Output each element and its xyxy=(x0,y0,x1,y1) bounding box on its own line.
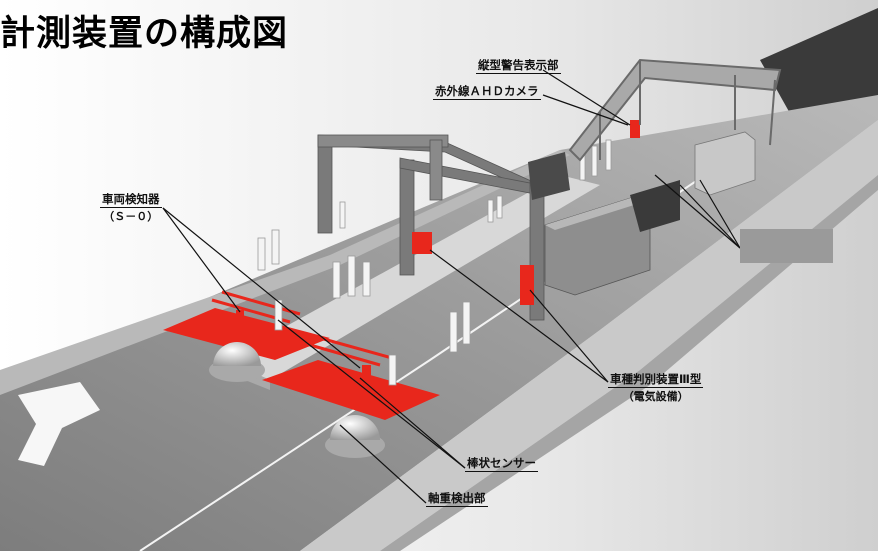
label-text: 縦型警告表示部 xyxy=(476,58,561,74)
label-vertical-warning-display: 縦型警告表示部 xyxy=(476,58,561,74)
red-sensor-line xyxy=(221,290,301,316)
diagram-title: 計測装置の構成図 xyxy=(0,14,289,54)
discriminator-unit xyxy=(412,232,432,254)
label-axle-load-detector: 軸重検出部 xyxy=(426,491,488,507)
dome-left xyxy=(213,342,261,366)
red-pad-right xyxy=(262,360,440,420)
camera-unit xyxy=(630,120,640,138)
road-arrow xyxy=(18,382,100,466)
gantry-back xyxy=(317,134,449,201)
label-text: 軸重検出部 xyxy=(426,491,488,507)
utility-building xyxy=(694,131,756,196)
label-rod-sensor: 棒状センサー xyxy=(465,456,538,472)
cabinet-roof xyxy=(545,195,650,230)
leader-lines xyxy=(162,69,741,504)
control-box xyxy=(528,152,570,200)
label-infrared-ahd-camera: 赤外線ＡＨＤカメラ xyxy=(433,84,541,100)
label-text: 赤外線ＡＨＤカメラ xyxy=(433,84,541,100)
label-subtext: （Ｓ－０） xyxy=(103,210,159,223)
bollards xyxy=(257,139,612,386)
label-vehicle-detector: 車両検知器 （Ｓ－０） xyxy=(100,192,162,224)
dark-cabinet xyxy=(630,180,680,232)
label-subtext: （電気設備） xyxy=(622,390,689,403)
label-text: 車種判別装置Ⅲ型 xyxy=(608,372,704,388)
red-sensor-line xyxy=(319,336,393,360)
left-curb xyxy=(0,150,570,395)
dome-right xyxy=(330,415,380,440)
red-sensor xyxy=(236,310,244,330)
redacted-label-box xyxy=(740,229,833,263)
label-text: 棒状センサー xyxy=(465,456,538,472)
label-text: 車両検知器 xyxy=(100,192,162,208)
median-island xyxy=(225,175,600,380)
red-sensor xyxy=(362,365,371,387)
pedestrian-bridge xyxy=(568,58,782,162)
red-pad-left xyxy=(163,308,330,360)
discriminator-unit xyxy=(520,265,534,305)
red-sensor-line xyxy=(309,343,381,367)
label-vehicle-type-discriminator: 車種判別装置Ⅲ型 （電気設備） xyxy=(608,372,704,404)
